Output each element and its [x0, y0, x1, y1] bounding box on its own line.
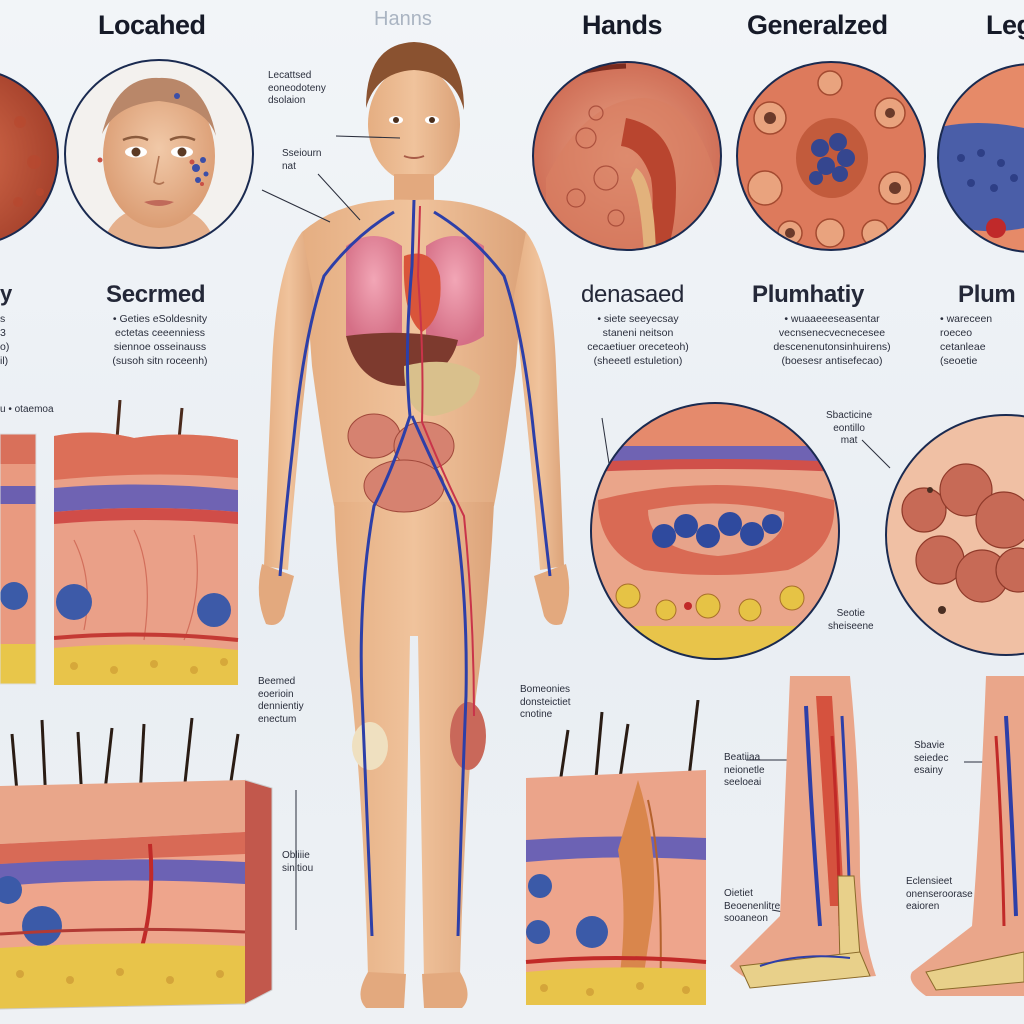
- leg-cross-section-right: [910, 676, 1024, 996]
- anatomy-body-figure: [258, 42, 570, 1008]
- skin-section-left: [54, 400, 239, 685]
- label-skin-strip: u • otaemoa: [0, 404, 54, 415]
- leg-cross-section: [730, 676, 876, 989]
- generalized-tissue-circle: [736, 61, 926, 251]
- hands-tissue-circle: [532, 61, 722, 251]
- generalized-skin-cross-section: [590, 402, 840, 660]
- subhead-left: Secrmed: [106, 281, 206, 308]
- subhead-mid: denasaed: [581, 281, 685, 308]
- subhead-right: Plumhatiy: [752, 281, 864, 308]
- skin-block-bottom-mid: [525, 700, 707, 1005]
- subhead-far-right: Plum: [958, 281, 1016, 308]
- face-portrait-circle: [64, 59, 254, 249]
- skin-lesion-circle-left: [0, 73, 59, 241]
- header-legs: Leg: [986, 10, 1024, 40]
- skin-block-bottom-left: [0, 717, 273, 1010]
- header-generalized: Generalzed: [747, 10, 888, 40]
- skin-section-left-partial: [0, 433, 37, 685]
- generalized-lesion-circle: [885, 414, 1024, 656]
- subhead-far-left: y: [0, 281, 12, 306]
- header-hands-faint: Hanns: [374, 8, 432, 30]
- header-hands: Hands: [582, 10, 663, 40]
- header-localized: Locahed: [98, 10, 206, 40]
- legs-tissue-circle: [937, 63, 1024, 253]
